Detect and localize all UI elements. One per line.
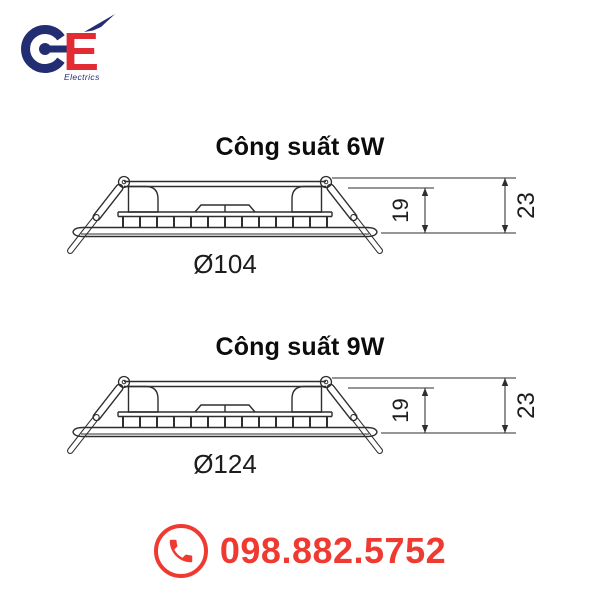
dimension-lines: 19 23 bbox=[332, 377, 540, 434]
phone-badge: 098.882.5752 bbox=[0, 524, 600, 578]
phone-number: 098.882.5752 bbox=[219, 530, 447, 571]
spring-clip-left bbox=[67, 383, 124, 455]
dimension-diameter-label: Ø104 bbox=[193, 249, 257, 279]
section-title-9w: Công suất 9W bbox=[215, 333, 385, 361]
fixture-drawing-9w: 19 23 Ø124 bbox=[67, 375, 540, 479]
dimension-total-label: 23 bbox=[513, 392, 540, 419]
spring-clip-right bbox=[326, 383, 383, 455]
spring-clip-right bbox=[326, 183, 383, 255]
fixture-cross-section bbox=[67, 375, 383, 455]
ge-logo: E Electrics bbox=[18, 12, 128, 87]
dimension-diameter-label: Ø124 bbox=[193, 449, 257, 479]
dimension-lines: 19 23 bbox=[332, 177, 540, 234]
fixture-drawing-6w: 19 23 Ø104 bbox=[67, 175, 540, 279]
logo-tagline: Electrics bbox=[64, 72, 100, 82]
logo-arrow-icon bbox=[84, 14, 115, 32]
g-ring-icon bbox=[21, 25, 68, 73]
fixture-cross-section bbox=[67, 175, 383, 255]
spring-clip-left bbox=[67, 183, 124, 255]
dimension-recess-label: 19 bbox=[388, 398, 413, 422]
dimension-total-label: 23 bbox=[513, 192, 540, 219]
phone-handset-icon bbox=[153, 524, 208, 578]
dimension-recess-label: 19 bbox=[388, 198, 413, 222]
logo-letter-e: E bbox=[63, 22, 99, 82]
section-title-6w: Công suất 6W bbox=[215, 133, 385, 161]
